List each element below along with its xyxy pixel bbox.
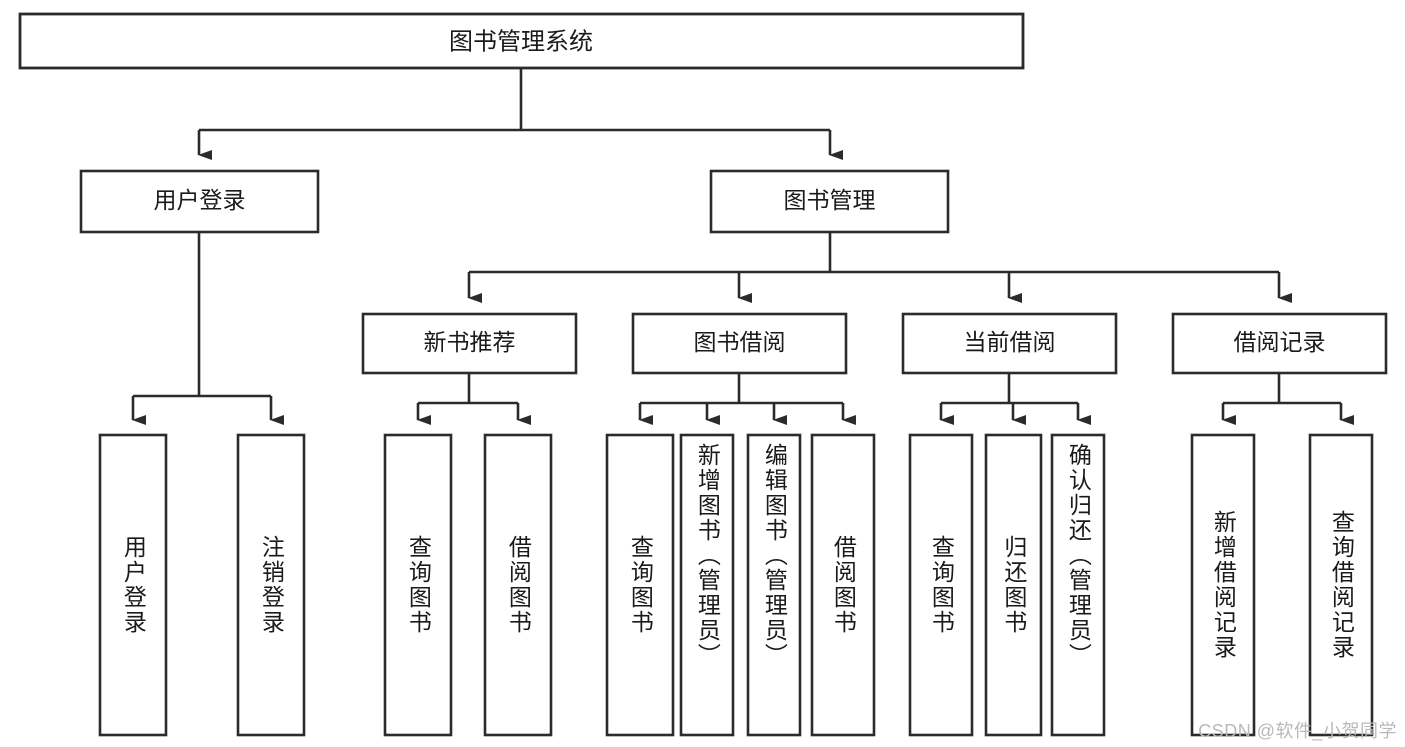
node-root[interactable]: 图书管理系统 — [18, 12, 1025, 70]
node-book-manage-label: 图书管理 — [784, 187, 876, 213]
leaf-rect[interactable] — [236, 433, 306, 737]
connector-bookborrow-to-leaves — [638, 373, 856, 425]
node-book-borrow[interactable]: 图书借阅 — [631, 312, 848, 375]
node-book-borrow-label: 图书借阅 — [694, 329, 786, 355]
connector-bookmanage-to-level3 — [467, 232, 1292, 303]
leaf-rect[interactable] — [984, 433, 1043, 737]
connector-userlogin-to-leaves — [131, 232, 284, 425]
connector-currentborrow-to-leaves — [939, 373, 1091, 425]
leaf-rects — [98, 433, 1374, 737]
node-borrow-record-label: 借阅记录 — [1234, 329, 1326, 355]
watermark: CSDN @软件_小贺同学 — [1198, 721, 1397, 741]
leaf-rect[interactable] — [746, 433, 802, 737]
node-user-login-label: 用户登录 — [154, 187, 246, 213]
leaf-rect[interactable] — [98, 433, 168, 737]
leaf-rect[interactable] — [810, 433, 876, 737]
connector-root-to-level2 — [197, 68, 843, 160]
node-new-book-recommend[interactable]: 新书推荐 — [361, 312, 578, 375]
node-user-login[interactable]: 用户登录 — [79, 169, 320, 234]
node-new-book-recommend-label: 新书推荐 — [424, 329, 516, 355]
node-borrow-record[interactable]: 借阅记录 — [1171, 312, 1388, 375]
leaf-rect[interactable] — [605, 433, 675, 737]
node-current-borrow[interactable]: 当前借阅 — [901, 312, 1118, 375]
leaf-rect[interactable] — [1308, 433, 1374, 737]
node-current-borrow-label: 当前借阅 — [964, 329, 1056, 355]
leaf-rect[interactable] — [383, 433, 453, 737]
leaf-rect[interactable] — [1050, 433, 1106, 737]
node-root-label: 图书管理系统 — [449, 28, 593, 55]
leaf-rect[interactable] — [908, 433, 974, 737]
connector-newbook-to-leaves — [416, 373, 531, 425]
leaf-rect[interactable] — [1190, 433, 1256, 737]
leaf-rect[interactable] — [679, 433, 735, 737]
node-book-manage[interactable]: 图书管理 — [709, 169, 950, 234]
leaf-rect[interactable] — [483, 433, 553, 737]
connector-borrowrecord-to-leaves — [1221, 373, 1354, 425]
